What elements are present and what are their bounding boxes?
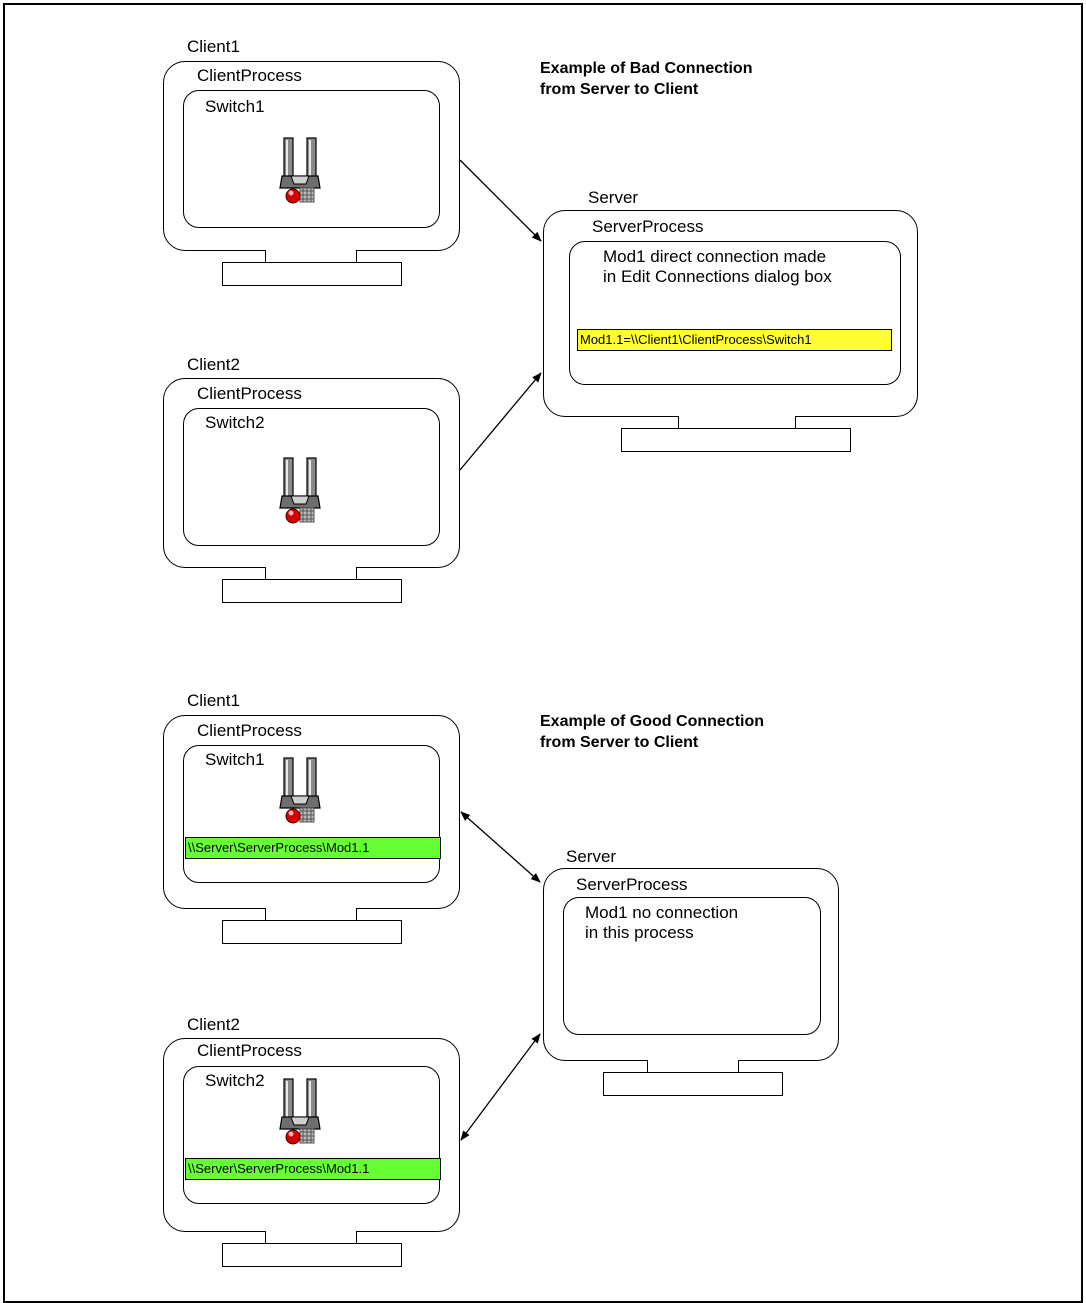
switch-name: Switch1 <box>205 97 265 116</box>
monitor-base <box>603 1072 783 1096</box>
client-name: Client2 <box>187 355 240 374</box>
process-name: ClientProcess <box>197 66 302 85</box>
connection-string: \\Server\ServerProcess\Mod1.1 <box>185 1158 441 1180</box>
bad-arrow-client2 <box>459 372 542 471</box>
server-name: Server <box>566 847 617 866</box>
process-name: ClientProcess <box>197 721 302 740</box>
screen <box>569 241 901 385</box>
process-name: ServerProcess <box>592 217 704 236</box>
server-name: Server <box>588 188 639 207</box>
monitor-base <box>222 262 402 286</box>
monitor-base <box>222 1243 402 1267</box>
server-note: Mod1 no connection in this process <box>585 903 739 942</box>
bad-arrow-client1 <box>459 159 542 242</box>
monitor-base <box>222 579 402 603</box>
switch-name: Switch2 <box>205 1071 265 1090</box>
client-name: Client1 <box>187 691 240 710</box>
process-name: ClientProcess <box>197 1041 302 1060</box>
good-arrow-client1 <box>460 811 541 883</box>
client-name: Client2 <box>187 1015 240 1034</box>
bad-example-heading: Example of Bad Connection from Server to… <box>540 60 753 98</box>
good-arrow-client2 <box>460 1033 541 1141</box>
monitor-base <box>621 428 851 452</box>
monitor-base <box>222 920 402 944</box>
server-note: Mod1 direct connection made in Edit Conn… <box>603 247 832 286</box>
client-name: Client1 <box>187 37 240 56</box>
switch-name: Switch2 <box>205 413 265 432</box>
switch-name: Switch1 <box>205 750 265 769</box>
connection-string: Mod1.1=\\Client1\ClientProcess\Switch1 <box>577 329 892 351</box>
process-name: ClientProcess <box>197 384 302 403</box>
screen <box>563 897 821 1035</box>
connection-string: \\Server\ServerProcess\Mod1.1 <box>185 837 441 859</box>
good-example-heading: Example of Good Connection from Server t… <box>540 713 765 751</box>
process-name: ServerProcess <box>576 875 688 894</box>
